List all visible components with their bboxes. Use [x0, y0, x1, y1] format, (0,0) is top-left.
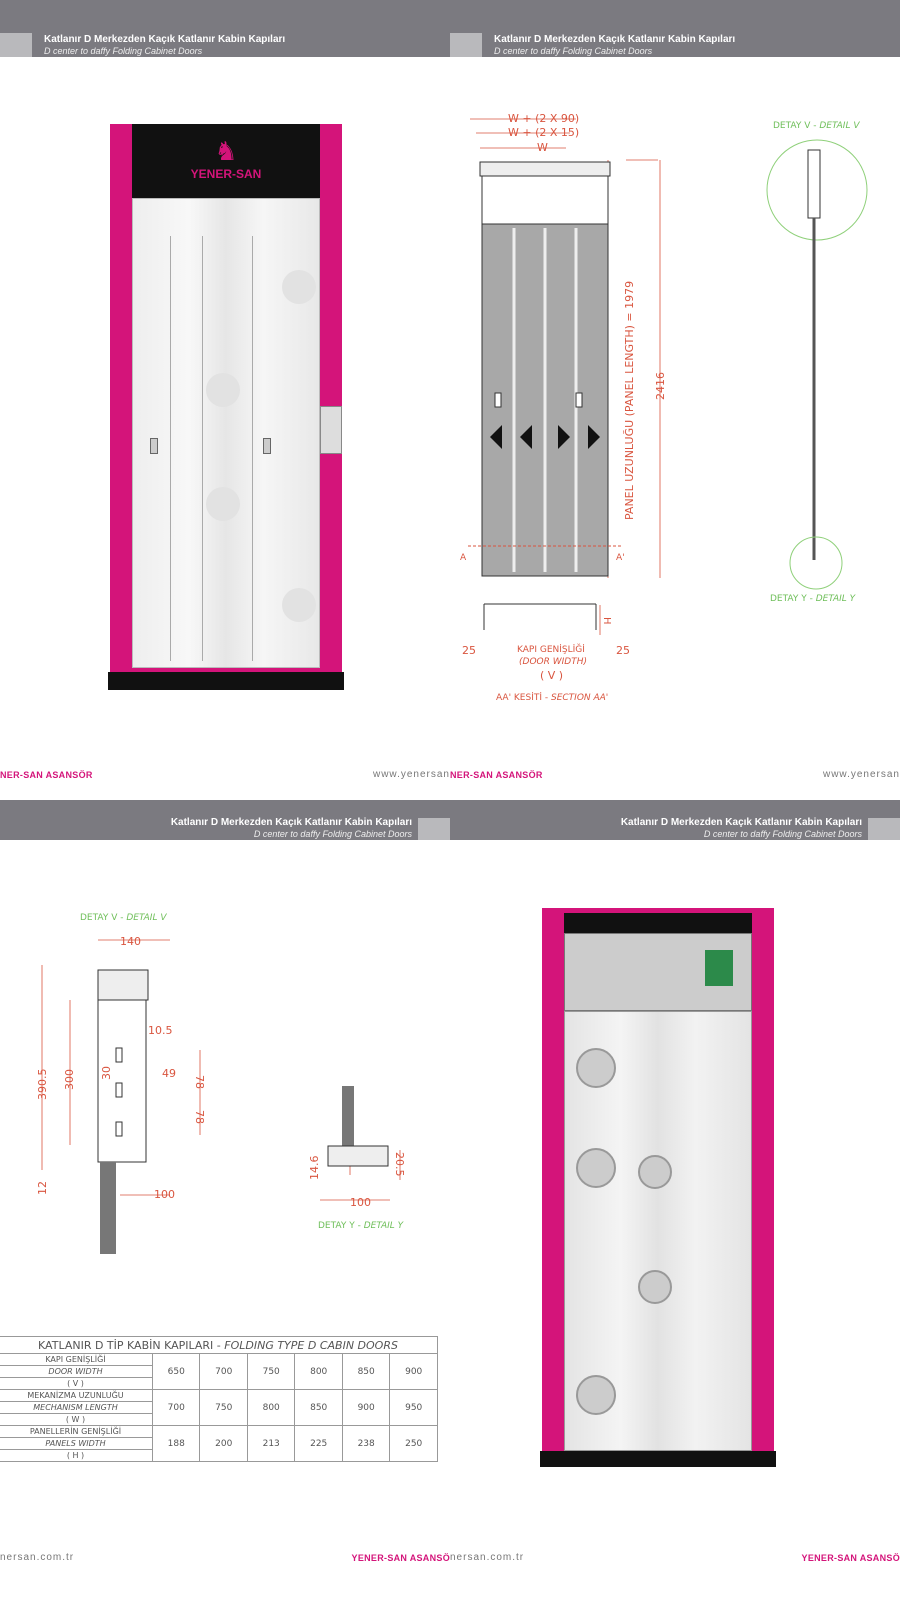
footer-brand: NER-SAN ASANSÖR: [450, 770, 543, 780]
svg-text:W + (2 X 90): W + (2 X 90): [508, 112, 579, 125]
footer-url: nersan.com.tr: [0, 1552, 75, 1563]
table-cell: 800: [294, 1353, 343, 1390]
call-button-panel: [320, 406, 342, 454]
header-title: Katlanır D Merkezden Kaçık Katlanır Kabi…: [620, 817, 862, 828]
svg-text:12: 12: [36, 1181, 49, 1195]
door-base: [540, 1451, 776, 1467]
svg-text:49: 49: [162, 1067, 176, 1080]
svg-text:W + (2 X 15): W + (2 X 15): [508, 126, 579, 139]
header-subtitle: D center to daffy Folding Cabinet Doors: [703, 829, 862, 839]
dimensions-table: KATLANIR D TİP KABİN KAPILARI - FOLDING …: [0, 1336, 438, 1462]
svg-text:H: H: [601, 617, 612, 625]
header-title: Katlanır D Merkezden Kaçık Katlanır Kabi…: [494, 34, 736, 45]
row-symbol: ( H ): [0, 1449, 153, 1462]
header-subtitle: D center to daffy Folding Cabinet Doors: [253, 829, 412, 839]
table-cell: 650: [151, 1353, 201, 1390]
table-cell: 213: [246, 1425, 296, 1462]
svg-text:10.5: 10.5: [148, 1024, 173, 1037]
table-cell: 850: [294, 1389, 343, 1426]
header-title: Katlanır D Merkezden Kaçık Katlanır Kabi…: [170, 817, 412, 828]
header-subtitle: D center to daffy Folding Cabinet Doors: [44, 46, 203, 56]
svg-text:DETAY Y - DETAIL Y: DETAY Y - DETAIL Y: [318, 1221, 405, 1231]
table-title: KATLANIR D TİP KABİN KAPILARI - FOLDING …: [0, 1336, 438, 1354]
door-base: [108, 672, 344, 690]
svg-text:DETAY Y - DETAIL Y: DETAY Y - DETAIL Y: [770, 594, 857, 604]
detail-drawing: DETAY V - DETAIL V 140 10.5 390.5 300 30…: [36, 913, 406, 1254]
page-door-interior-photo: Katlanır D Merkezden Kaçık Katlanır Kabi…: [450, 800, 900, 1600]
svg-text:30: 30: [100, 1066, 113, 1080]
control-board: [705, 950, 733, 986]
page-technical-drawing: Katlanır D Merkezden Kaçık Katlanır Kabi…: [450, 0, 900, 800]
table-cell: 850: [341, 1353, 391, 1390]
svg-text:( V ): ( V ): [540, 669, 563, 682]
table-cell: 225: [294, 1425, 343, 1462]
page-header: Katlanır D Merkezden Kaçık Katlanır Kabi…: [450, 800, 900, 840]
svg-text:300: 300: [63, 1069, 76, 1090]
footer-brand: YENER-SAN ASANSÖ: [801, 1553, 900, 1563]
table-cell: 750: [199, 1389, 248, 1426]
svg-text:(DOOR WIDTH): (DOOR WIDTH): [519, 657, 587, 667]
row-symbol: ( W ): [0, 1413, 153, 1426]
svg-text:2416: 2416: [654, 372, 667, 400]
table-cell: 238: [341, 1425, 391, 1462]
row-label: MEKANİZMA UZUNLUĞU: [0, 1389, 153, 1402]
svg-text:25: 25: [616, 644, 630, 657]
door-handle: [263, 438, 271, 454]
svg-text:20.5: 20.5: [393, 1152, 406, 1177]
svg-text:140: 140: [120, 935, 141, 948]
row-label: MECHANISM LENGTH: [33, 1403, 118, 1412]
row-label: KAPI GENİŞLİĞİ: [0, 1353, 153, 1366]
svg-text:25: 25: [462, 644, 476, 657]
page-header: Katlanır D Merkezden Kaçık Katlanır Kabi…: [0, 800, 450, 840]
header-subtitle: D center to daffy Folding Cabinet Doors: [494, 46, 653, 56]
svg-text:100: 100: [154, 1188, 175, 1201]
svg-text:KAPI GENİŞLİĞİ: KAPI GENİŞLİĞİ: [517, 643, 585, 655]
table-cell: 188: [151, 1425, 201, 1462]
svg-text:DETAY V - DETAIL V: DETAY V - DETAIL V: [773, 121, 860, 131]
svg-text:W: W: [537, 141, 548, 154]
table-cell: 700: [199, 1353, 248, 1390]
footer-url: www.yenersan: [372, 769, 450, 780]
svg-text:DETAY V - DETAIL V: DETAY V - DETAIL V: [80, 913, 167, 923]
svg-text:78: 78: [193, 1110, 206, 1124]
table-cell: 800: [246, 1389, 296, 1426]
svg-text:100: 100: [350, 1196, 371, 1209]
page-header: Katlanır D Merkezden Kaçık Katlanır Kabi…: [0, 0, 450, 57]
row-label: DOOR WIDTH: [48, 1367, 103, 1376]
table-cell: 750: [246, 1353, 296, 1390]
svg-text:AA' KESİTİ - SECTION AA': AA' KESİTİ - SECTION AA': [496, 692, 608, 703]
svg-text:390.5: 390.5: [36, 1069, 49, 1101]
logo-text: YENER-SAN: [190, 167, 262, 181]
page-door-photo: Katlanır D Merkezden Kaçık Katlanır Kabi…: [0, 0, 450, 800]
footer-brand: YENER-SAN ASANSÖ: [351, 1553, 450, 1563]
row-label: PANELLERİN GENİŞLİĞİ: [0, 1425, 153, 1438]
header-title: Katlanır D Merkezden Kaçık Katlanır Kabi…: [44, 34, 286, 45]
front-elevation-drawing: W + (2 X 90) W + (2 X 15) W PANEL UZUNLU…: [460, 112, 868, 703]
table-cell: 700: [151, 1389, 201, 1426]
table-cell: 250: [389, 1425, 438, 1462]
page-detail-drawings: Katlanır D Merkezden Kaçık Katlanır Kabi…: [0, 800, 450, 1600]
table-cell: 950: [389, 1389, 438, 1426]
svg-text:PANEL UZUNLUĞU (PANEL LENGTH): PANEL UZUNLUĞU (PANEL LENGTH) = 1979: [623, 281, 636, 520]
svg-text:A': A': [616, 553, 625, 563]
footer-url: nersan.com.tr: [450, 1552, 525, 1563]
footer-brand: NER-SAN ASANSÖR: [0, 770, 93, 780]
row-label: PANELS WIDTH: [45, 1439, 106, 1448]
svg-text:14.6: 14.6: [308, 1156, 321, 1181]
footer-url: www.yenersan: [822, 769, 900, 780]
table-cell: 200: [199, 1425, 248, 1462]
logo-panel: ♞ YENER-SAN: [132, 124, 320, 198]
table-cell: 900: [389, 1353, 438, 1390]
table-cell: 900: [341, 1389, 391, 1426]
svg-text:A: A: [460, 553, 467, 563]
rooster-logo-icon: ♞: [214, 136, 238, 166]
door-handle: [150, 438, 158, 454]
row-symbol: ( V ): [0, 1377, 153, 1390]
page-header: Katlanır D Merkezden Kaçık Katlanır Kabi…: [450, 0, 900, 57]
svg-text:78: 78: [193, 1075, 206, 1089]
